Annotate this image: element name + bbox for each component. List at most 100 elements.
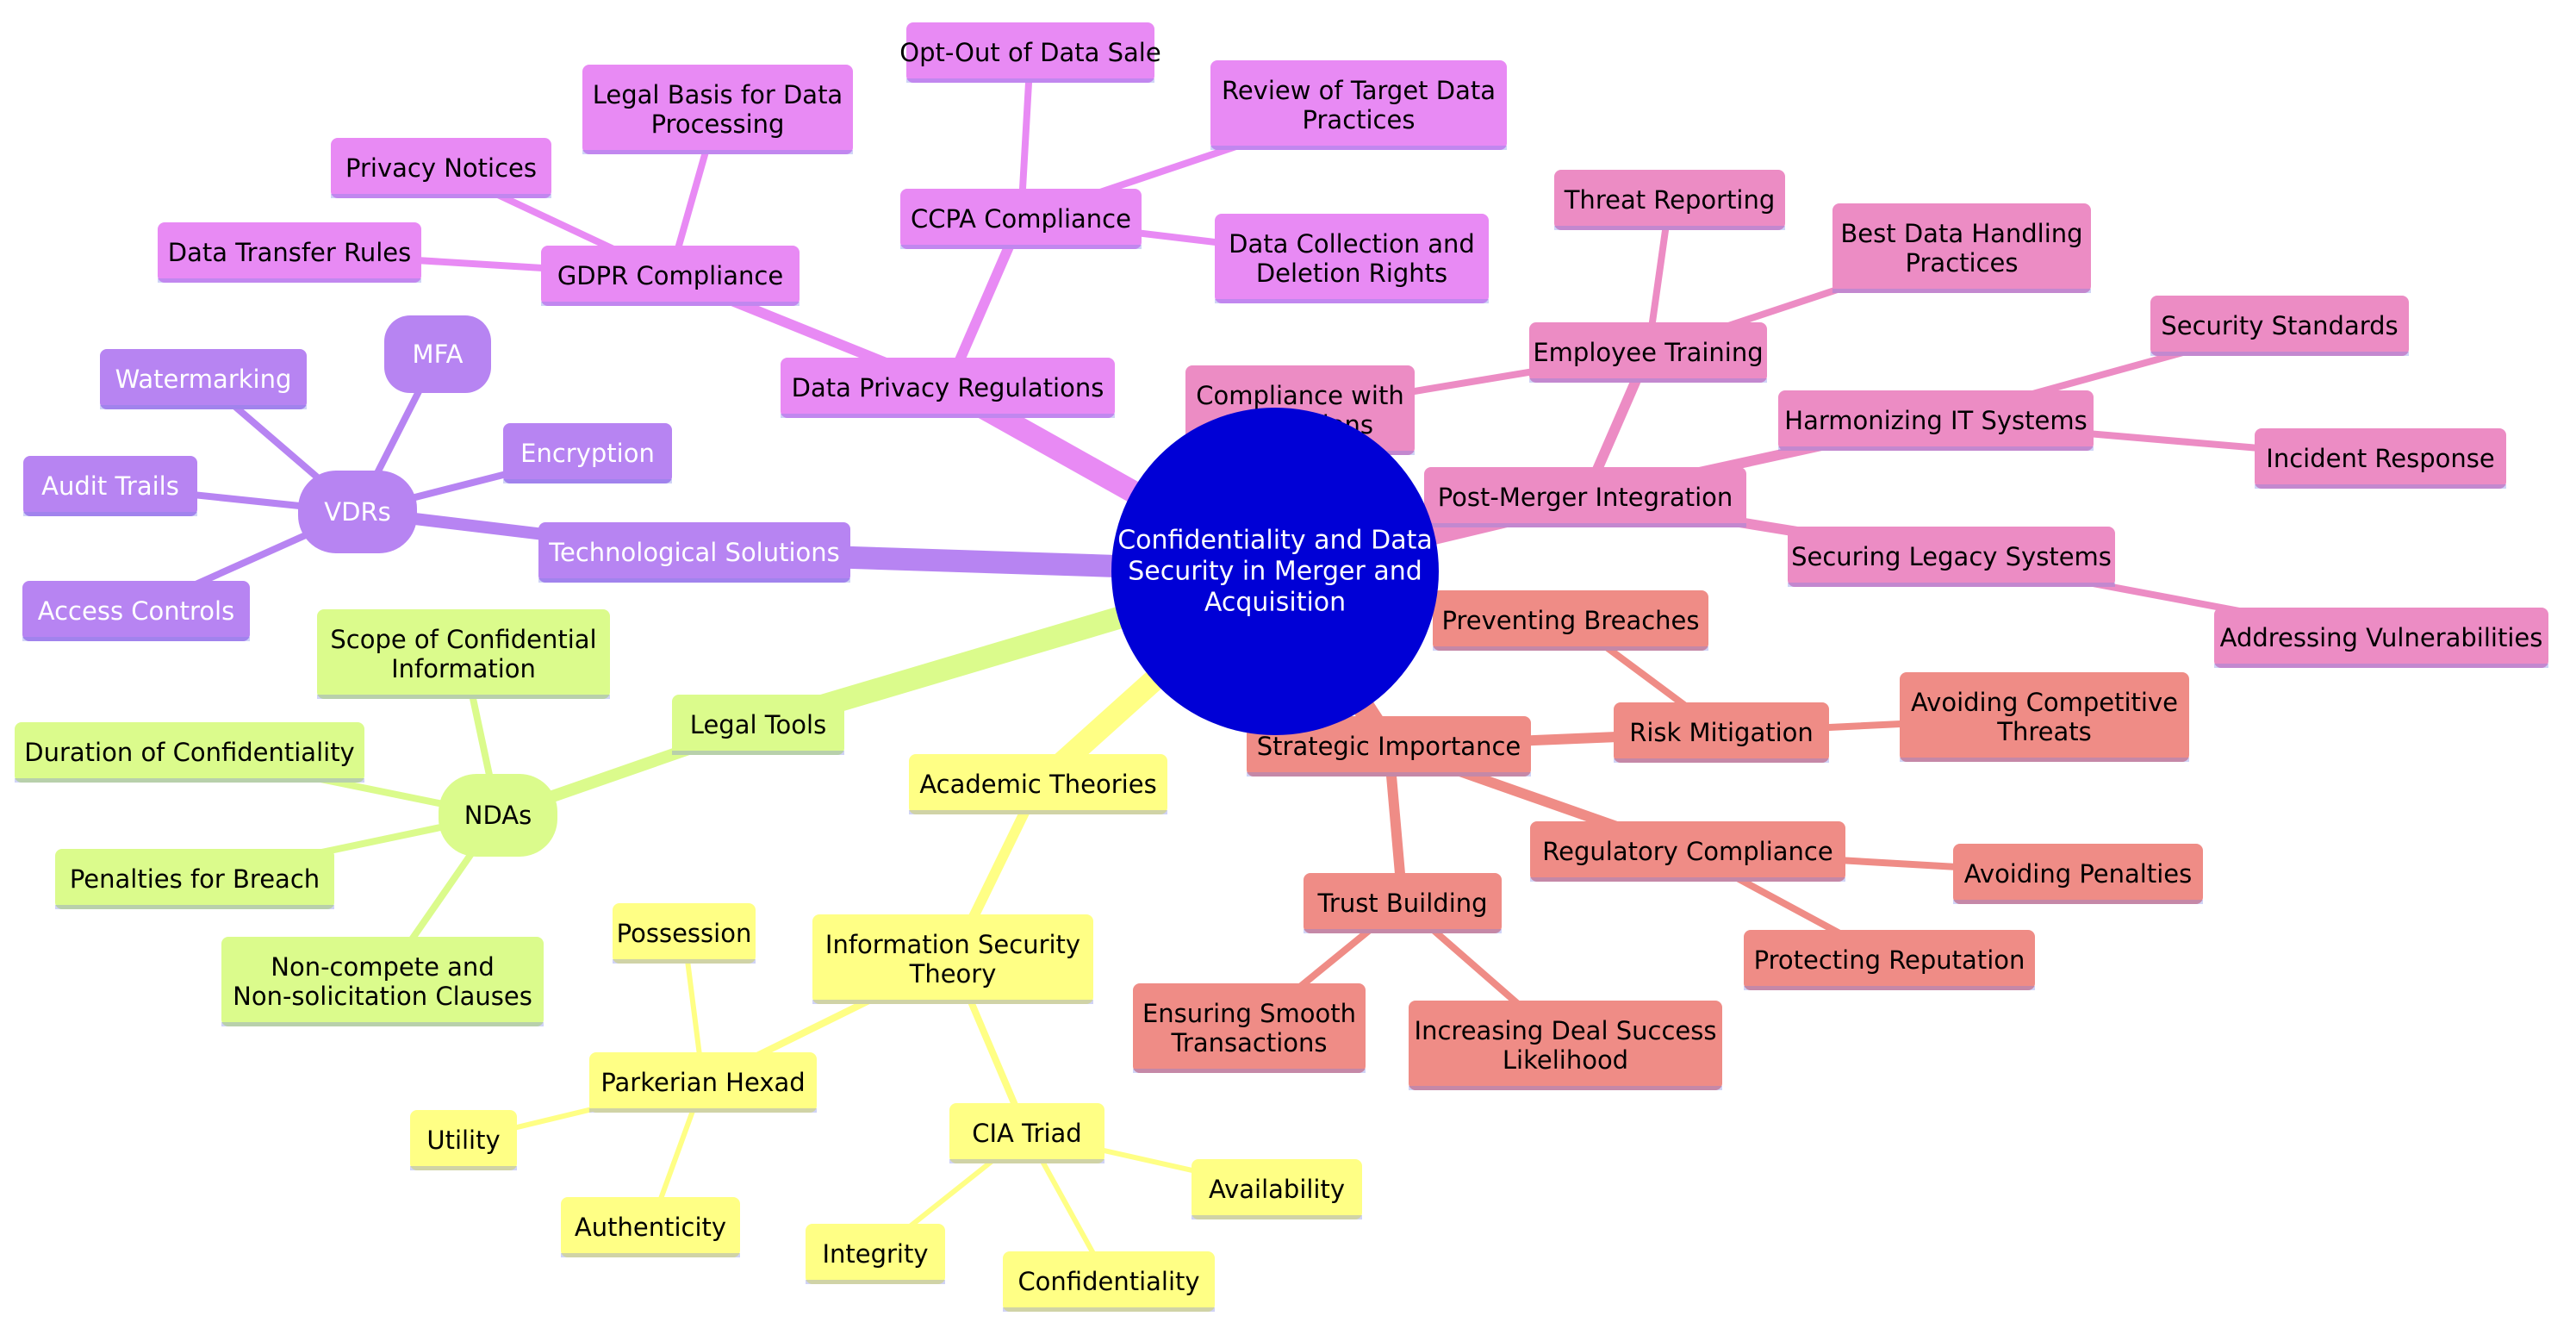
node-label: Harmonizing IT Systems <box>1784 406 2087 435</box>
node-box <box>317 609 610 699</box>
node-label: Utility <box>426 1126 500 1155</box>
node-avoiding-penalties[interactable]: Avoiding Penalties <box>1953 844 2203 904</box>
node-label: NDAs <box>464 801 532 830</box>
node-box <box>812 914 1093 1004</box>
node-possession[interactable]: Possession <box>613 903 756 964</box>
node-privacy-notices[interactable]: Privacy Notices <box>331 138 551 198</box>
node-label: Opt-Out of Data Sale <box>899 38 1160 67</box>
node-underline <box>909 810 1167 814</box>
node-legal-tools[interactable]: Legal Tools <box>672 695 844 755</box>
node-underline <box>589 1108 817 1113</box>
node-underline <box>22 637 250 641</box>
node-underline <box>317 695 610 699</box>
node-confidentiality[interactable]: Confidentiality <box>1003 1251 1215 1312</box>
node-authenticity[interactable]: Authenticity <box>561 1197 740 1257</box>
node-preventing-breaches[interactable]: Preventing Breaches <box>1433 590 1708 651</box>
node-vdrs[interactable]: VDRs <box>298 471 417 553</box>
node-ndas[interactable]: NDAs <box>439 774 557 857</box>
node-audit-trails[interactable]: Audit Trails <box>23 456 197 516</box>
node-post-merger[interactable]: Post-Merger Integration <box>1424 467 1746 527</box>
node-box <box>582 65 853 154</box>
node-threat-reporting[interactable]: Threat Reporting <box>1554 170 1785 230</box>
node-label: Access Controls <box>38 596 234 626</box>
node-underline <box>541 302 800 306</box>
node-underline <box>1832 289 2091 293</box>
node-academic[interactable]: Academic Theories <box>909 754 1167 814</box>
node-availability[interactable]: Availability <box>1192 1159 1362 1219</box>
node-incident-response[interactable]: Incident Response <box>2255 428 2506 489</box>
node-label: VDRs <box>324 497 390 527</box>
node-underline <box>1529 378 1767 383</box>
node-protecting-reputation[interactable]: Protecting Reputation <box>1744 930 2035 990</box>
node-label: Best Data Handling <box>1840 219 2082 248</box>
node-underline <box>561 1253 740 1257</box>
node-vulnerabilities[interactable]: Addressing Vulnerabilities <box>2214 608 2548 668</box>
node-encryption[interactable]: Encryption <box>503 423 672 483</box>
node-box <box>298 471 417 553</box>
node-penalties-breach[interactable]: Penalties for Breach <box>55 849 334 909</box>
node-box <box>158 222 421 283</box>
node-label: Avoiding Penalties <box>1964 859 2192 889</box>
node-watermarking[interactable]: Watermarking <box>100 349 307 409</box>
node-integrity[interactable]: Integrity <box>806 1224 945 1284</box>
node-box <box>1778 390 2094 451</box>
node-gdpr[interactable]: GDPR Compliance <box>541 246 800 306</box>
node-trust-building[interactable]: Trust Building <box>1304 873 1502 933</box>
node-security-standards[interactable]: Security Standards <box>2150 296 2409 356</box>
node-harmonizing-it[interactable]: Harmonizing IT Systems <box>1778 390 2094 451</box>
node-data-privacy[interactable]: Data Privacy Regulations <box>781 358 1115 418</box>
node-underline <box>2255 484 2506 489</box>
node-data-transfer[interactable]: Data Transfer Rules <box>158 222 421 283</box>
node-risk-mitigation[interactable]: Risk Mitigation <box>1614 702 1829 763</box>
node-box <box>1953 844 2203 904</box>
node-legacy-systems[interactable]: Securing Legacy Systems <box>1788 527 2115 587</box>
node-box <box>906 22 1154 83</box>
node-cia-triad[interactable]: CIA Triad <box>949 1103 1104 1163</box>
node-label: Technological Solutions <box>548 538 840 567</box>
node-strategic[interactable]: Strategic Importance <box>1247 716 1531 777</box>
node-box <box>1247 716 1531 777</box>
node-regulatory-compliance[interactable]: Regulatory Compliance <box>1530 821 1845 882</box>
node-access-controls[interactable]: Access Controls <box>22 581 250 641</box>
node-label: Protecting Reputation <box>1754 945 2025 975</box>
node-label: Deletion Rights <box>1256 259 1447 288</box>
node-label: Transactions <box>1170 1028 1327 1057</box>
node-label: Data Collection and <box>1229 229 1475 259</box>
node-box <box>1832 203 2091 293</box>
node-underline <box>2214 664 2548 668</box>
node-box <box>589 1052 817 1113</box>
node-box <box>410 1110 517 1170</box>
node-ccpa[interactable]: CCPA Compliance <box>900 189 1142 249</box>
node-box <box>55 849 334 909</box>
node-label: Post-Merger Integration <box>1438 483 1733 512</box>
node-label: Avoiding Competitive <box>1911 688 2178 717</box>
node-parkerian[interactable]: Parkerian Hexad <box>589 1052 817 1113</box>
node-box <box>384 315 491 393</box>
node-duration[interactable]: Duration of Confidentiality <box>15 722 364 783</box>
node-underline <box>806 1280 945 1284</box>
node-box <box>1133 983 1366 1073</box>
node-box <box>1210 60 1507 150</box>
node-underline <box>1003 1307 1215 1312</box>
node-opt-out[interactable]: Opt-Out of Data Sale <box>899 22 1161 83</box>
node-mfa[interactable]: MFA <box>384 315 491 393</box>
node-underline <box>1433 646 1708 651</box>
node-employee-training[interactable]: Employee Training <box>1529 322 1767 383</box>
node-underline <box>1192 1215 1362 1219</box>
node-label: Information <box>391 654 536 683</box>
node-tech-solutions[interactable]: Technological Solutions <box>538 522 850 583</box>
node-box <box>909 754 1167 814</box>
node-utility[interactable]: Utility <box>410 1110 517 1170</box>
node-box <box>221 937 544 1026</box>
